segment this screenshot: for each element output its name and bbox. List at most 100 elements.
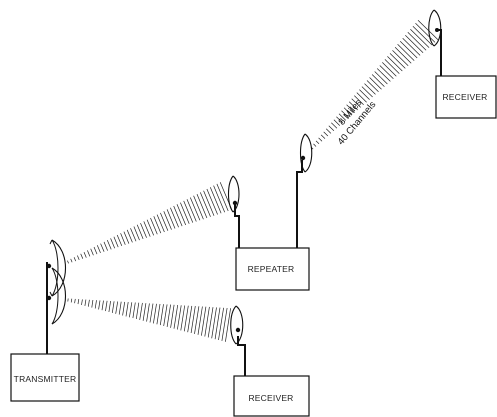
beam-hatch-line [369,77,382,90]
beam-hatch-line [186,199,197,222]
beam-hatch-line [135,302,140,320]
beam-hatch-line [166,209,176,229]
beam-hatch-line [338,113,347,121]
beam-hatch-line [211,307,217,339]
beam-hatch-line [115,301,119,314]
beam-hatch-line [173,205,183,227]
beam-hatch-line [143,221,151,237]
beam-hatch-line [196,193,208,219]
transmitter-box [10,353,80,402]
beam-hatch-line [173,304,179,329]
beam-hatch-line [118,301,122,315]
transmitter-dish-lower-icon [46,267,66,325]
beam-hatch-line [83,251,87,258]
beam-hatch-line [410,28,430,48]
beam-hatch-line [366,80,379,93]
beam-hatch-line [364,83,376,95]
beam-hatch-line [160,212,169,231]
beam-hatch-line [389,53,406,69]
receiver-top-dish-icon [428,9,442,47]
beam-hatch-line [105,300,108,312]
beam-hatch-line [111,301,115,313]
beam-hatch-line [325,128,332,134]
beam-hatch-line [156,303,161,325]
beam-hatch-line [87,299,90,307]
beam-hatch-line [140,222,147,238]
beam-hatch-line [142,303,147,321]
beam-hatch-line [77,299,80,305]
beam-hatch-line [354,95,364,106]
beam-transmitter-to-repeater [67,182,233,264]
beam-hatch-line [126,229,133,243]
beam-hatch-line [123,231,130,244]
receiver-bottom-station: RECEIVER [230,305,310,417]
beam-hatch-line [81,299,83,306]
beam-hatch-line [90,248,94,256]
beam-hatch-line [407,32,427,51]
beam-hatch-line [163,304,168,327]
beam-hatch-line [189,197,201,221]
beam-transmitter-to-receiver-bottom [67,298,231,342]
beam-hatch-line [376,68,391,82]
repeater-mast-right [296,160,303,248]
beam-hatch-line [116,234,123,247]
beam-hatch-line [343,107,352,116]
repeater-dish-upper-icon [299,133,313,173]
receiver-top-station: RECEIVER [428,9,497,119]
beam-hatch-line [371,74,385,87]
receiver-bottom-dish-icon [230,305,244,345]
beam-hatch-line [417,19,439,41]
beam-hatch-line [216,183,229,212]
beam-hatch-line [382,62,397,77]
beam-hatch-line [180,305,186,331]
beam-hatch-line [194,306,200,334]
beam-hatch-line [70,258,73,263]
beam-hatch-line [336,116,344,124]
beam-hatch-line [136,224,144,240]
repeater-dish-left-icon [227,175,240,213]
beam-hatch-line [193,195,204,220]
beam-hatch-line [320,134,326,139]
beam-hatch-line [108,300,111,313]
beam-hatch-line [187,305,193,333]
beam-hatch-line [177,305,182,330]
receiver-bottom-mast [237,336,246,376]
beam-hatch-line [399,41,418,59]
beam-hatch-line [149,303,154,323]
beam-hatch-line [176,204,187,226]
beam-repeater-to-receiver-top [310,19,439,150]
beam-hatch-line [106,239,112,250]
beam-hatch-line [113,236,119,248]
repeater-label: REPEATER [248,264,295,274]
beam-hatch-line [150,217,158,235]
beam-hatch-line [207,307,214,338]
beam-hatch-line [77,255,80,261]
beam-hatch-line [122,301,126,316]
beam-hatch-line [132,302,136,319]
beam-hatch-line [206,188,218,215]
beam-hatch-line [103,241,108,251]
beam-hatch-line [361,86,373,98]
beam-hatch-line [100,243,105,252]
beam-hatch-line [392,50,409,67]
beam-hatch-line [130,228,137,242]
beam-hatch-line [146,303,150,322]
beam-hatch-line [351,98,361,108]
beam-hatch-line [183,305,189,332]
beam-hatch-line [170,207,179,228]
beam-hatch-line [348,101,358,111]
beam-hatch-line [218,307,224,341]
beam-hatch-line [203,190,215,216]
beam-hatch-line [84,299,87,306]
beam-hatch-line [197,306,203,335]
beam-hatch-line [415,22,436,43]
beam-hatch-line [405,35,424,54]
beam-hatch-line [313,143,317,147]
beam-hatch-line [204,306,210,337]
beam-hatch-line [133,226,140,241]
beam-hatch-line [96,245,101,254]
beam-hatch-line [214,307,221,340]
beam-hatch-line [341,110,350,119]
beam-hatch-line [394,47,412,64]
